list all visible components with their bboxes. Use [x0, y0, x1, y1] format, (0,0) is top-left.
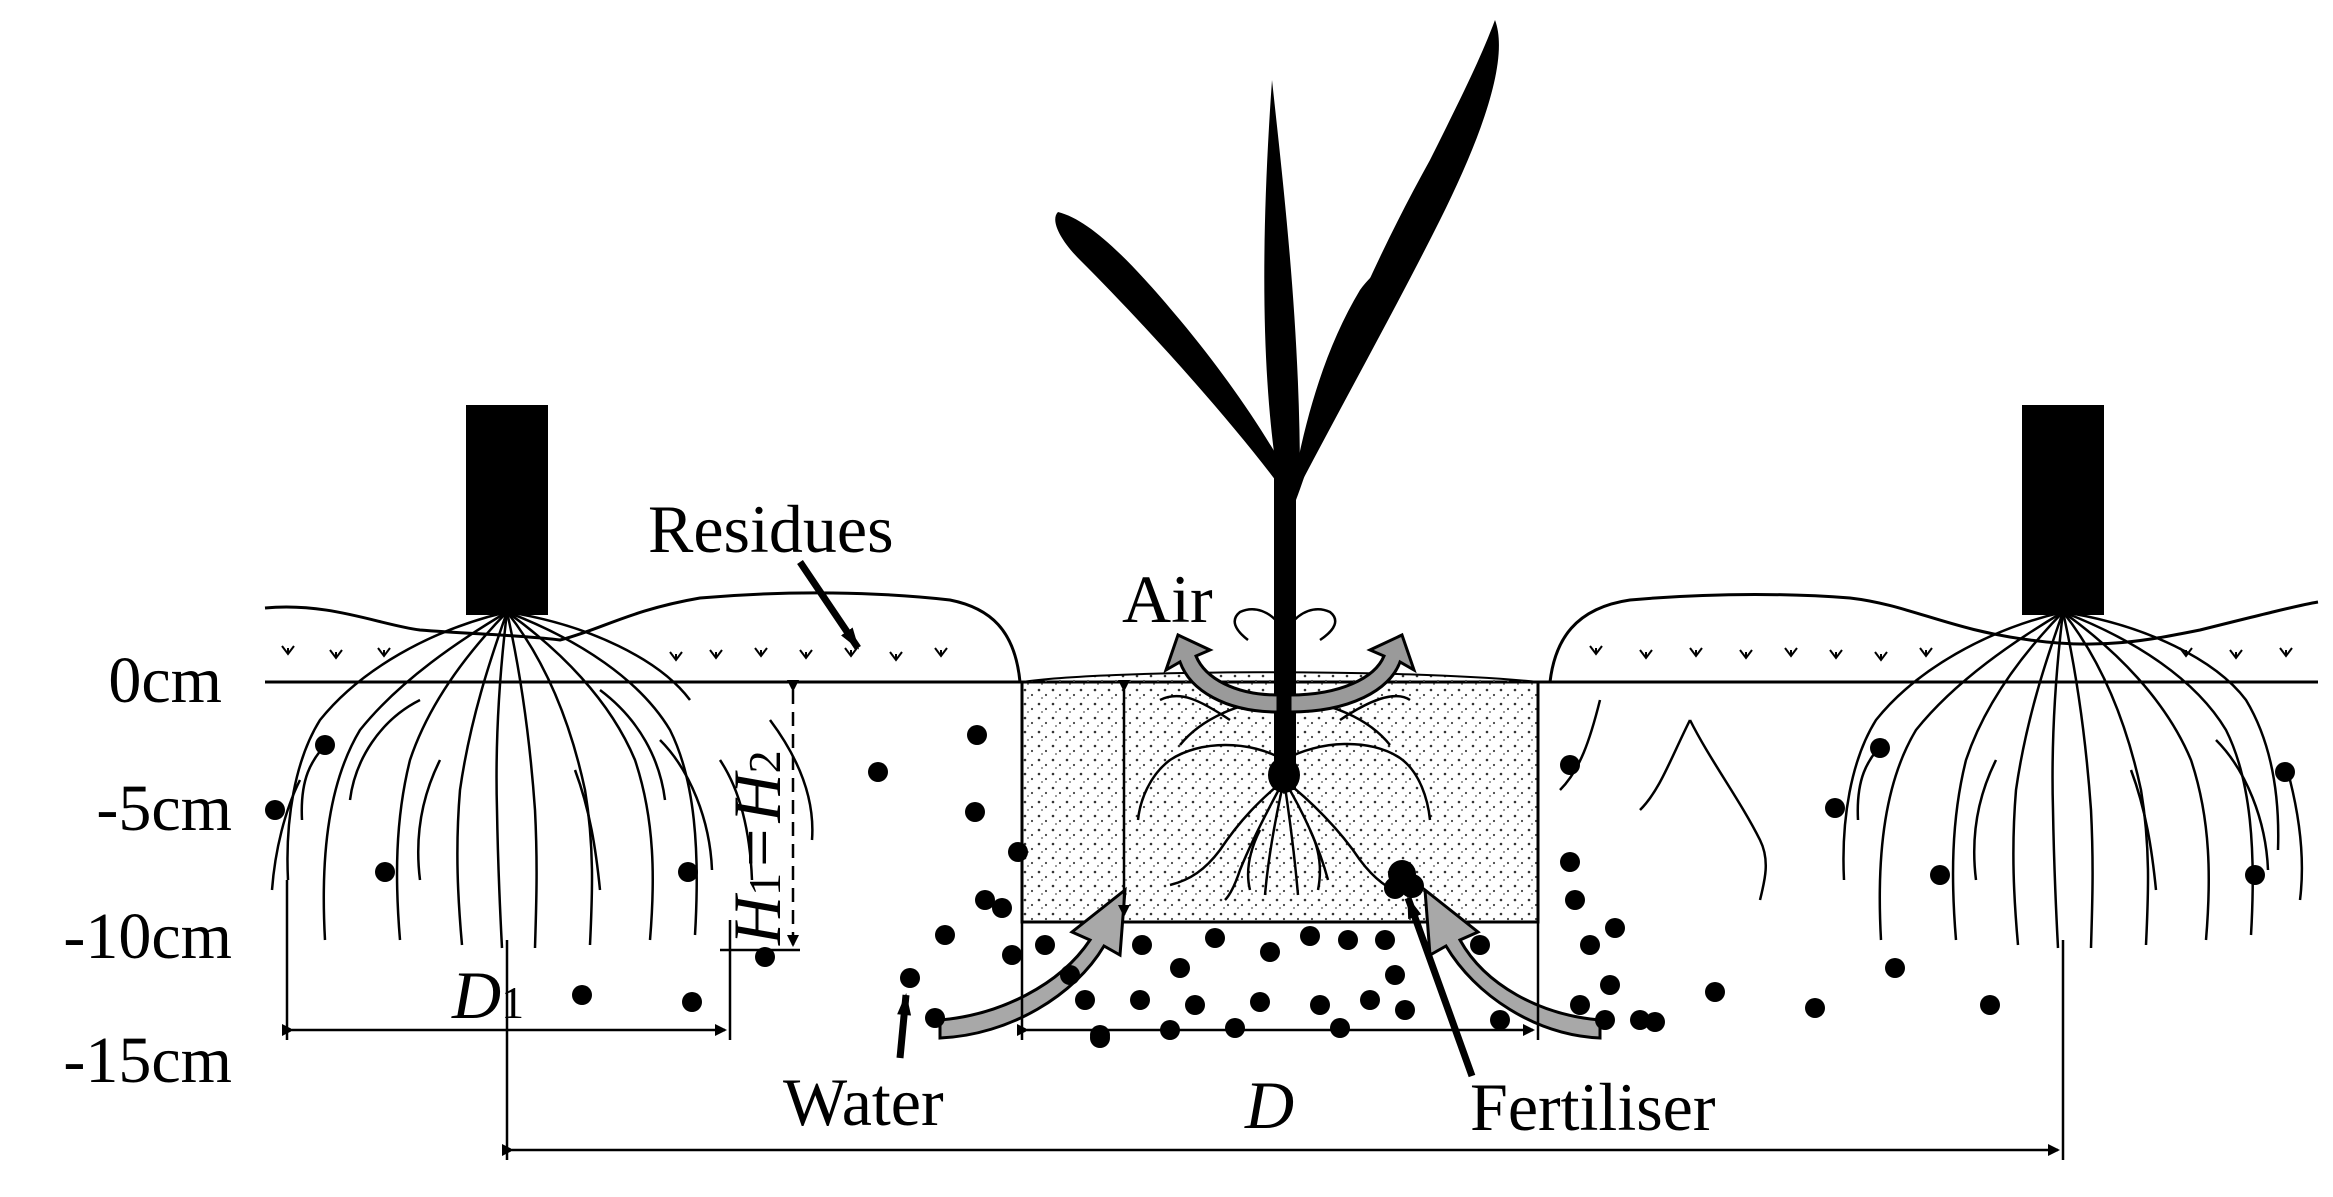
label-d1-sub: 1	[501, 977, 524, 1028]
air-arrows	[1163, 632, 1417, 714]
dimension-lines	[282, 680, 2065, 1160]
fertiliser-arrow	[1404, 896, 1476, 1078]
label-d1: D1	[451, 957, 524, 1033]
label-h2-sub: 2	[739, 750, 790, 773]
depth-axis: 0cm -5cm -10cm -15cm	[63, 644, 232, 1097]
root-system-right	[1559, 610, 2304, 949]
label-equals: =	[719, 829, 795, 867]
water-flow-arrow	[938, 886, 1127, 1040]
depth-label-15: -15cm	[63, 1024, 232, 1097]
corn-seed	[1268, 757, 1300, 793]
corn-leaf-left-long	[1055, 212, 1296, 500]
label-residues: Residues	[648, 491, 894, 567]
depth-label-10: -10cm	[63, 900, 232, 973]
water-arrow	[896, 993, 912, 1059]
residues-arrow	[797, 560, 861, 650]
corn-leaf-center	[1264, 80, 1300, 480]
label-h1-h2: H1=H2	[719, 750, 795, 946]
label-fertiliser: Fertiliser	[1470, 1069, 1716, 1145]
label-d: D	[1244, 1067, 1294, 1143]
label-h1-main: H	[719, 892, 795, 946]
depth-label-0: 0cm	[108, 644, 222, 717]
air-arrow-right	[1288, 632, 1417, 714]
label-air: Air	[1122, 561, 1213, 637]
fertiliser-granules	[1384, 860, 1424, 899]
label-d1-main: D	[451, 957, 501, 1033]
soil-particles	[265, 725, 2295, 1048]
label-water: Water	[783, 1064, 944, 1140]
depth-label-5: -5cm	[96, 772, 232, 845]
residue-mound-right	[1548, 593, 2319, 683]
stubble-left	[466, 405, 548, 615]
label-h2-main: H	[719, 770, 795, 824]
label-arrows	[797, 560, 1476, 1078]
residue-mound-left	[264, 591, 1022, 683]
root-system-left	[270, 610, 814, 949]
stubble-right	[2022, 405, 2104, 615]
residue-marks	[281, 645, 2293, 662]
svg-text:H1=H2: H1=H2	[719, 750, 795, 946]
label-h1-sub: 1	[739, 873, 790, 896]
air-arrow-left	[1163, 632, 1280, 714]
corn-stem	[1274, 470, 1296, 790]
residue-mounds	[264, 591, 2319, 683]
